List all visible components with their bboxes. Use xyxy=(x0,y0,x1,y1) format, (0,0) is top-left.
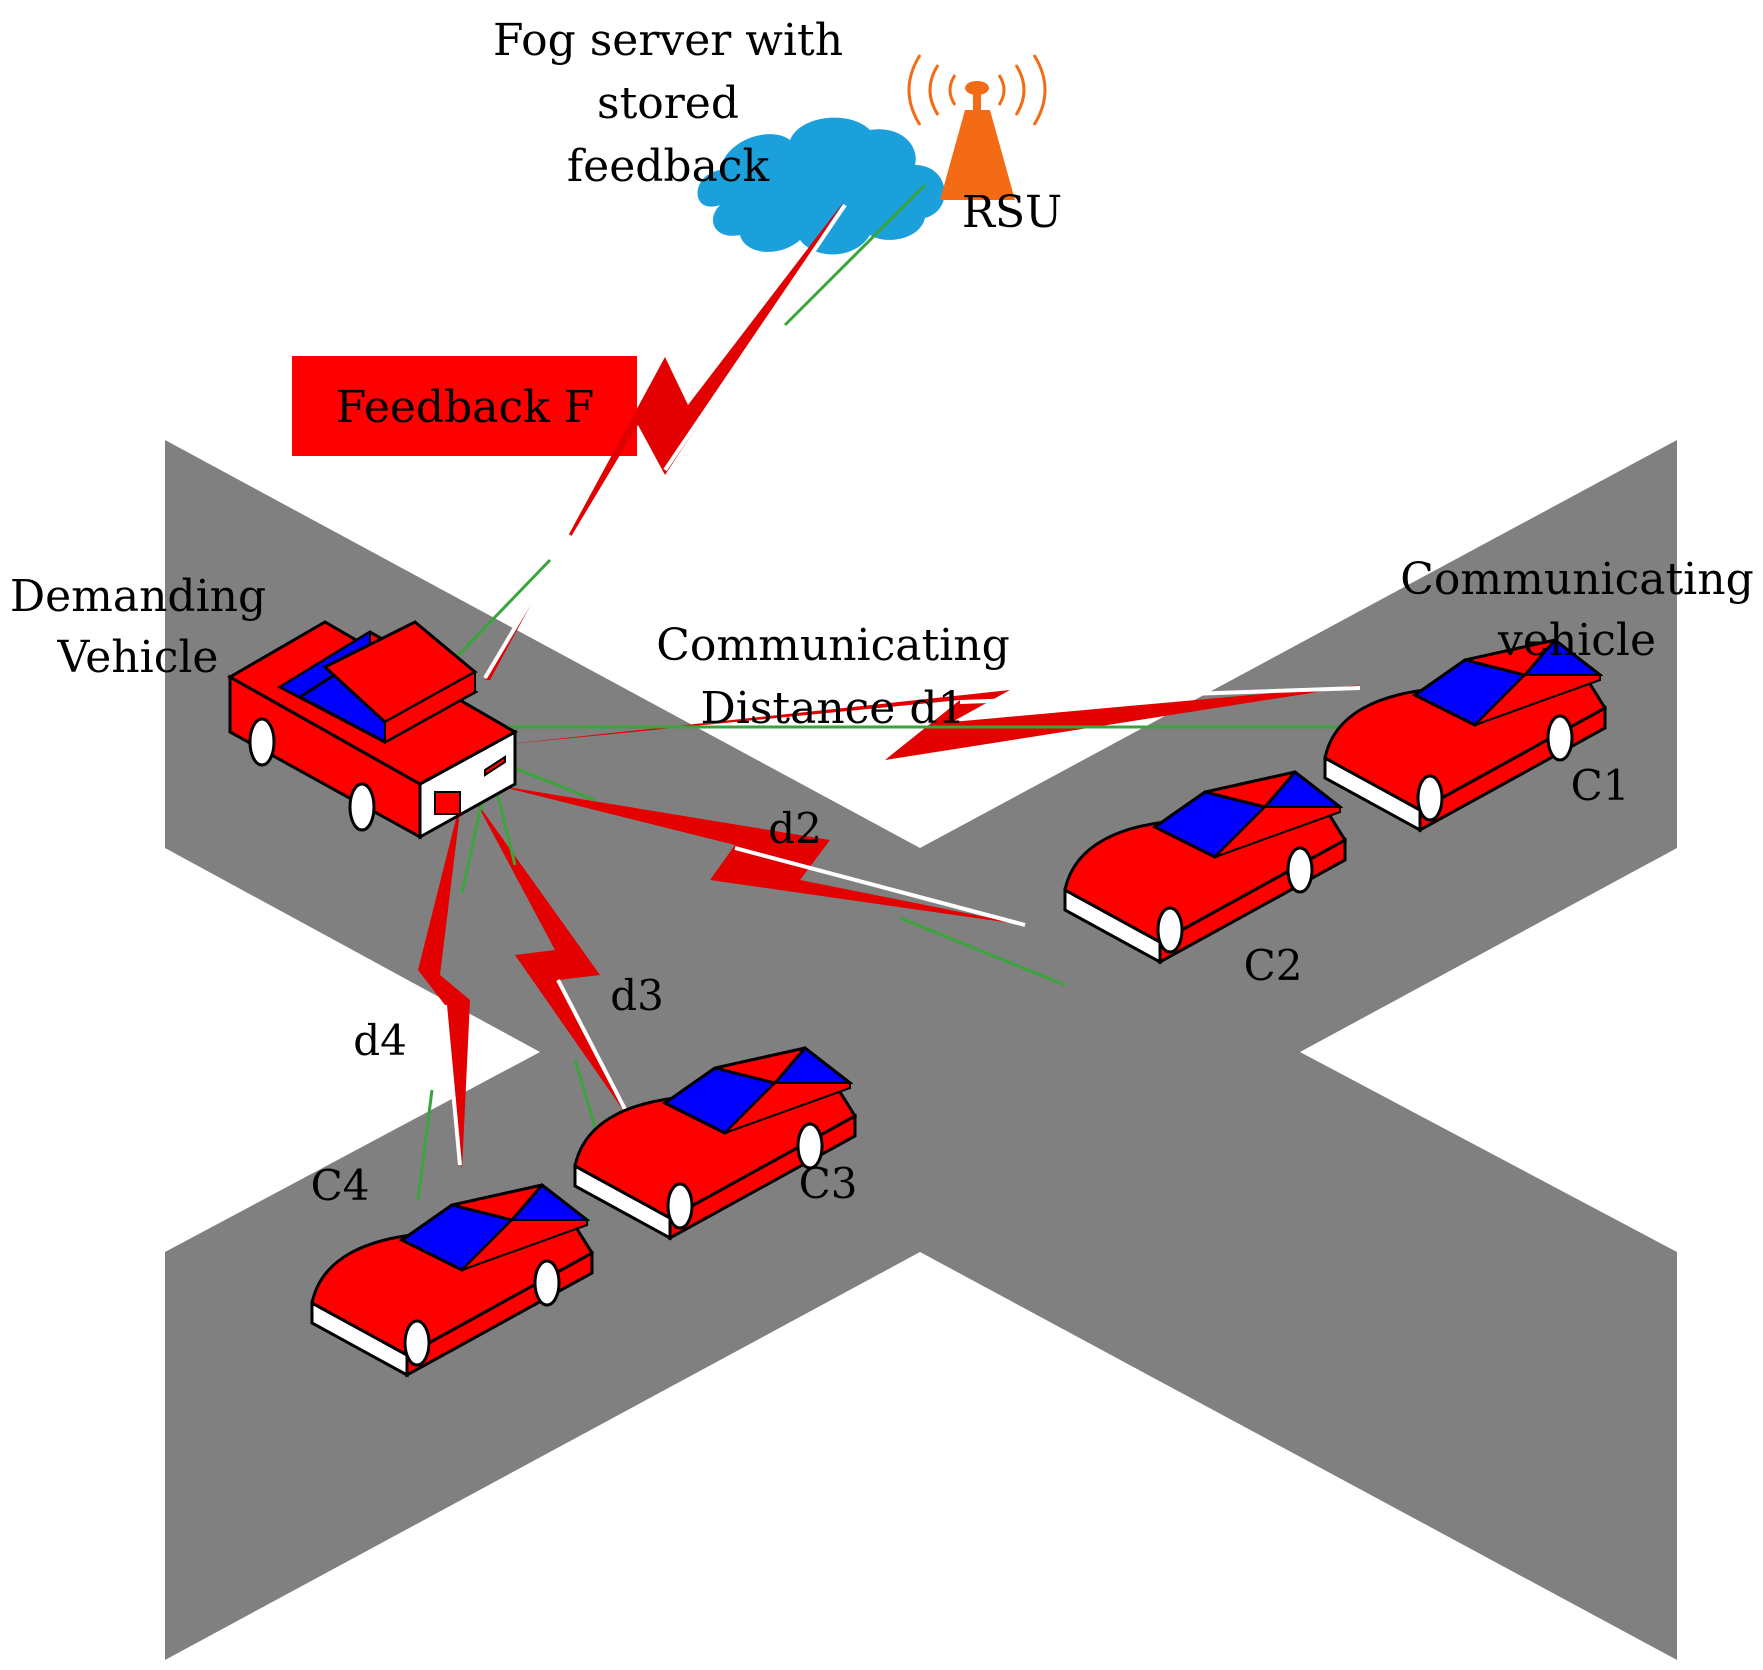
road-intersection xyxy=(165,440,1677,1660)
d2-label: d2 xyxy=(768,804,822,853)
road xyxy=(165,440,1677,1660)
demanding-vehicle-label-2: Vehicle xyxy=(57,632,219,683)
rsu-label: RSU xyxy=(962,187,1062,238)
communicating-distance-label-2: Distance d1 xyxy=(700,683,965,734)
link-bolt-d4 xyxy=(418,795,470,1170)
c1-label: C1 xyxy=(1571,761,1630,810)
demanding-vehicle-label-1: Demanding xyxy=(10,571,266,622)
cloud-icon xyxy=(697,117,945,255)
communicating-vehicle-label-2: vehicle xyxy=(1497,615,1656,666)
c3-label: C3 xyxy=(799,1159,858,1208)
link-bolt-d3 xyxy=(475,800,630,1120)
feedback-label: Feedback F xyxy=(336,382,595,433)
c2-label: C2 xyxy=(1244,941,1303,990)
communicating-vehicle-label-1: Communicating xyxy=(1400,554,1753,605)
demanding-vehicle xyxy=(226,620,519,840)
d4-label: d4 xyxy=(353,1016,407,1065)
link-bolt-d1 xyxy=(500,685,1362,760)
c4-label: C4 xyxy=(311,1161,370,1210)
link-bolt-cloud xyxy=(485,200,845,680)
communicating-distance-label-1: Communicating xyxy=(656,620,1009,671)
fog-server-label-1: Fog server with xyxy=(493,15,843,66)
feedback-box: Feedback F xyxy=(292,356,637,456)
fog-server-label-3: feedback xyxy=(567,141,770,192)
d3-label: d3 xyxy=(610,971,664,1020)
fog-server-label-2: stored xyxy=(597,78,739,129)
bolt-highlights xyxy=(443,203,1361,1166)
rsu-antenna-icon xyxy=(907,54,1047,200)
